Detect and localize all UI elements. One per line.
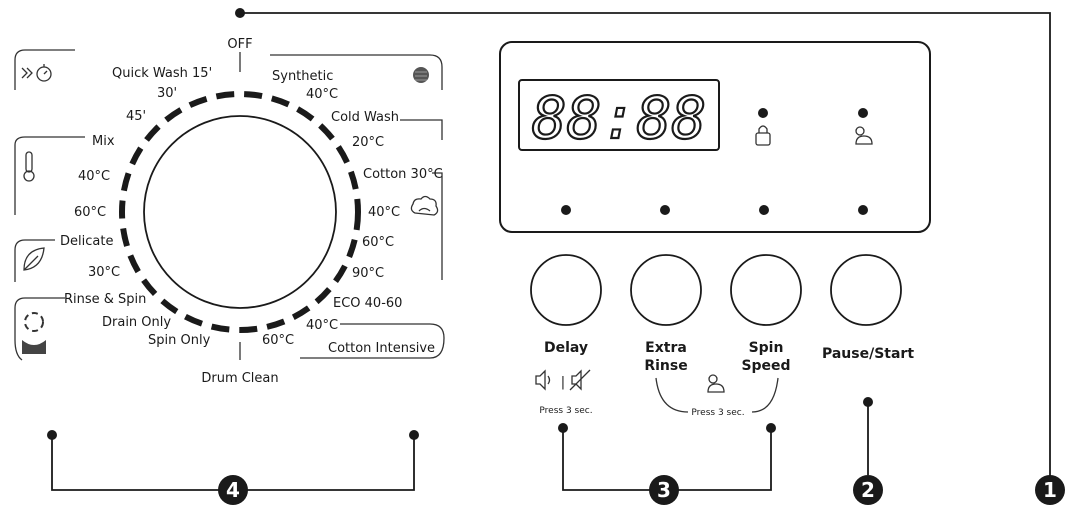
label-cotton-40: 40°C	[368, 205, 400, 220]
bracket-delicate	[14, 239, 55, 282]
display-panel	[499, 41, 931, 233]
combo-bracket	[655, 377, 779, 413]
child-lock-icon	[855, 126, 873, 145]
sound-off-icon	[569, 369, 591, 391]
delay-button[interactable]	[530, 254, 602, 326]
bracket-intensive	[300, 323, 445, 359]
delay-led	[561, 205, 571, 215]
label-delicate-30: 30°C	[88, 265, 120, 280]
dial-ring	[119, 91, 361, 333]
callouts: 1 2 3 4	[47, 8, 1065, 505]
quick-wash-icon	[21, 64, 52, 82]
callout-1-number: 1	[1043, 478, 1057, 502]
spin-label: Spin	[749, 340, 784, 356]
callout-3-number: 3	[657, 478, 671, 502]
sound-on-icon	[535, 369, 551, 391]
child-lock-indicator	[858, 108, 868, 118]
pause-start-led	[858, 205, 868, 215]
label-intensive-60: 60°C	[262, 333, 294, 348]
label-cotton-intensive: Cotton Intensive	[328, 341, 435, 356]
label-30min: 30'	[157, 86, 177, 101]
bracket-rinse	[14, 297, 65, 361]
label-mix-60: 60°C	[74, 205, 106, 220]
label-cold-wash: Cold Wash	[331, 110, 399, 125]
thermometer-icon	[23, 151, 35, 182]
label-drum-clean: Drum Clean	[201, 371, 278, 386]
bracket-mix	[14, 136, 85, 215]
sound-separator: |	[561, 375, 565, 390]
label-synthetic: Synthetic	[272, 69, 333, 84]
callout-4	[218, 475, 248, 505]
bracket-cold	[400, 119, 443, 140]
label-quick-wash: Quick Wash 15'	[112, 66, 212, 81]
program-dial-section: OFF Quick Wash 15' 30' 45' Mix 40°C 60°C…	[14, 37, 445, 386]
label-intensive-40: 40°C	[306, 318, 338, 333]
label-mix-40: 40°C	[78, 169, 110, 184]
display-section: 88:88	[499, 41, 931, 233]
spin-speed-button[interactable]	[730, 254, 802, 326]
button-row: Delay Extra Rinse Spin Speed Pause/Start…	[530, 254, 914, 418]
delay-label: Delay	[544, 340, 588, 356]
label-cold-20: 20°C	[352, 135, 384, 150]
lock-press-hint: Press 3 sec.	[691, 408, 744, 418]
label-eco: ECO 40-60	[333, 296, 402, 311]
label-spin-only: Spin Only	[148, 333, 211, 348]
pause-start-button[interactable]	[830, 254, 902, 326]
digit-display	[518, 79, 720, 151]
label-off: OFF	[227, 37, 252, 52]
callout-2-number: 2	[861, 478, 875, 502]
label-cotton-30: Cotton 30°C	[363, 167, 443, 182]
label-delicate: Delicate	[60, 234, 113, 249]
delay-press-hint: Press 3 sec.	[539, 406, 592, 416]
rinse-label: Rinse	[644, 358, 687, 374]
bracket-cotton	[432, 172, 443, 280]
display-digits: 88:88	[532, 84, 707, 152]
child-lock-combo-icon	[707, 374, 725, 393]
spin-speed-led	[759, 205, 769, 215]
program-knob[interactable]	[143, 115, 337, 309]
extra-rinse-button[interactable]	[630, 254, 702, 326]
lock-indicator	[758, 108, 768, 118]
rinse-spin-icon	[22, 312, 46, 354]
label-drain-only: Drain Only	[102, 315, 171, 330]
bracket-synthetic	[270, 54, 443, 90]
bracket-quick	[14, 49, 75, 90]
label-mix: Mix	[92, 134, 115, 149]
extra-rinse-led	[660, 205, 670, 215]
label-synthetic-40: 40°C	[306, 87, 338, 102]
callout-1	[1035, 475, 1065, 505]
synthetic-icon	[413, 67, 429, 83]
speed-label: Speed	[741, 358, 790, 374]
callout-4-number: 4	[226, 478, 240, 502]
callout-2	[853, 475, 883, 505]
pause-start-label: Pause/Start	[822, 346, 914, 362]
lock-icon	[755, 125, 771, 146]
callout-3	[649, 475, 679, 505]
label-45min: 45'	[126, 109, 146, 124]
cotton-icon	[410, 195, 439, 216]
label-cotton-60: 60°C	[362, 235, 394, 250]
extra-label: Extra	[645, 340, 687, 356]
label-cotton-90: 90°C	[352, 266, 384, 281]
leaf-icon	[23, 247, 45, 271]
label-rinse-spin: Rinse & Spin	[64, 292, 146, 307]
